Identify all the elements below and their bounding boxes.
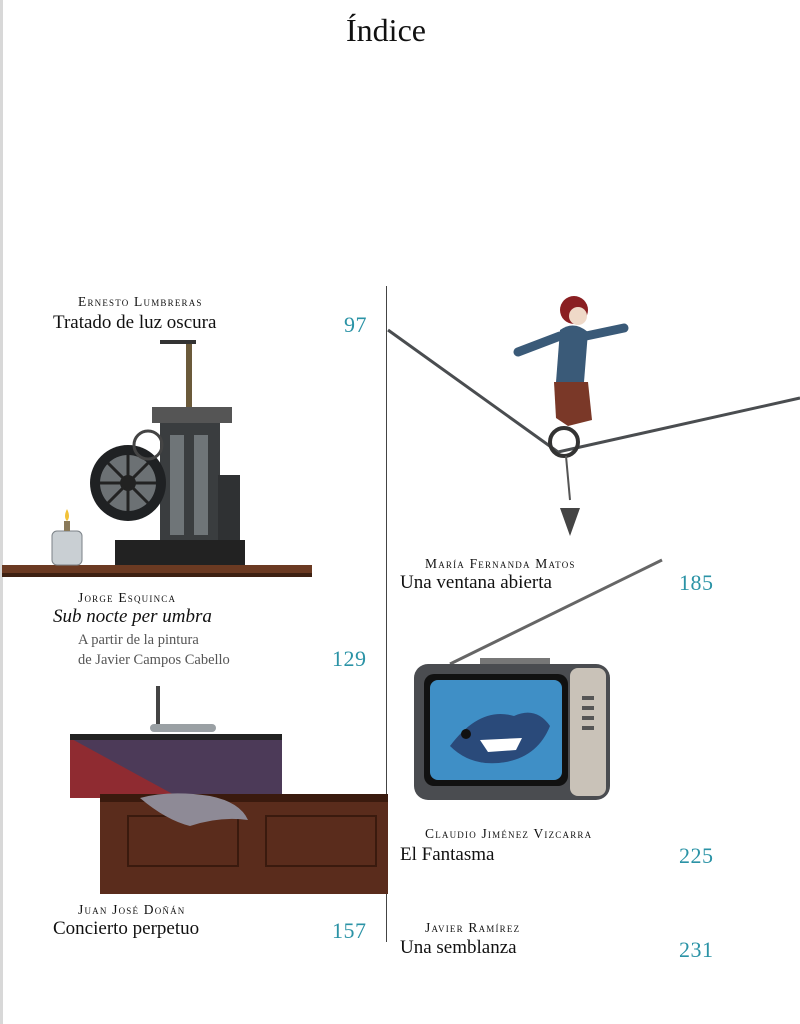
entry-title[interactable]: Una ventana abierta [400,572,552,593]
entry-note: de Javier Campos Cabello [78,652,230,668]
entry-title[interactable]: Tratado de luz oscura [53,312,217,333]
unicycle-wheel [548,426,580,458]
page-title: Índice [346,12,426,48]
entry-author: Jorge Esquinca [78,590,177,605]
desk [100,794,388,894]
entry-page-number[interactable]: 231 [679,937,714,962]
entry-author: Juan José Doñán [78,902,186,917]
entry-author: Ernesto Lumbreras [78,294,203,309]
oil-lamp [51,530,83,566]
entry-author: María Fernanda Matos [425,556,576,571]
steam-engine-illustration [2,340,312,577]
entry-title[interactable]: Una semblanza [400,937,517,958]
tightrope [387,328,800,454]
acrobat-body [556,325,588,382]
tightrope-unicyclist-illustration [387,296,800,536]
entry-title[interactable]: El Fantasma [400,844,495,865]
entry-note: A partir de la pintura [78,632,199,648]
antenna [449,558,663,666]
phonograph-desk-illustration [70,686,388,894]
counterweight [560,508,580,536]
entry-title[interactable]: Concierto perpetuo [53,918,200,939]
cloth [140,793,248,826]
page-edge [0,0,3,1024]
entry-author: Javier Ramírez [425,920,521,935]
entry-title[interactable]: Sub nocte per umbra [53,606,212,627]
entry-page-number[interactable]: 97 [344,312,367,337]
entry-page-number[interactable]: 157 [332,918,367,943]
entry-page-number[interactable]: 185 [679,570,714,595]
shelf [2,565,312,575]
television-wolf-illustration [414,558,663,800]
entry-page-number[interactable]: 225 [679,843,714,868]
entry-page-number[interactable]: 129 [332,646,367,671]
column-divider [386,286,387,942]
entry-author: Claudio Jiménez Vizcarra [425,826,593,841]
